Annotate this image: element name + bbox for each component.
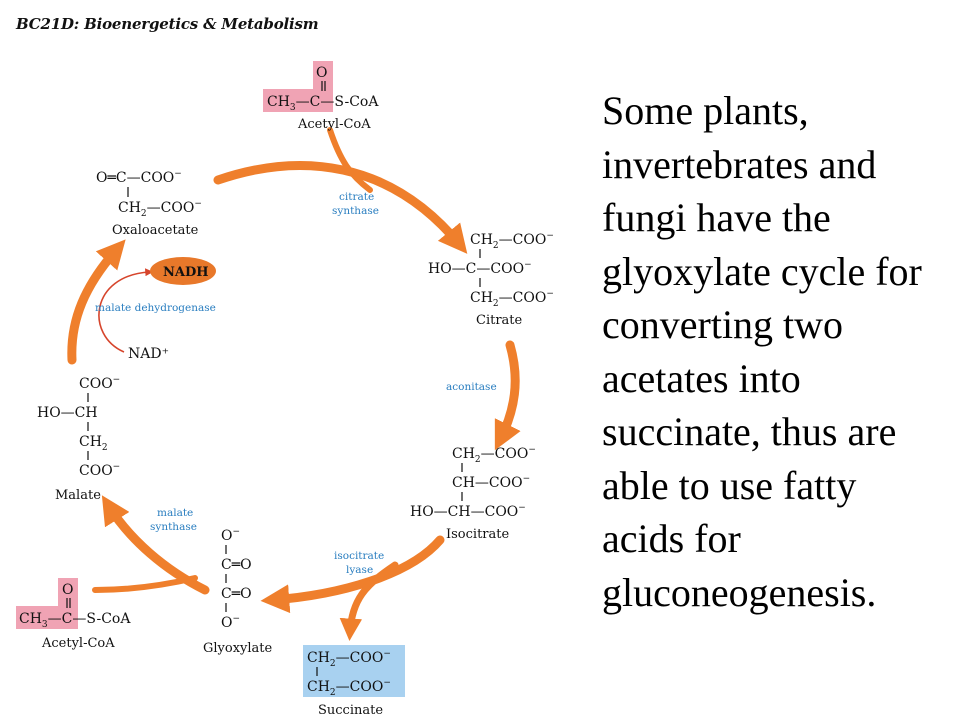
- nadh-badge: NADH: [150, 257, 216, 285]
- oxaloacetate-label: Oxaloacetate: [112, 223, 199, 238]
- svg-text:CH2—COO−: CH2—COO−: [307, 678, 391, 698]
- acetyl-highlight-bottom-ch3: [16, 606, 78, 629]
- acetyl-coa-bottom: O CH3—C—S-CoA Acetyl-CoA: [16, 578, 131, 651]
- glyoxylate-to-malate-arrow: [101, 495, 210, 595]
- glyoxylate: O− C═O C═O O− Glyoxylate: [203, 527, 273, 656]
- malate-to-oxaloacetate-arrow: [67, 239, 126, 365]
- acetyl-coa-entry-arrow: [327, 127, 373, 193]
- svg-text:CH2—COO−: CH2—COO−: [470, 289, 554, 309]
- svg-text:HO—C—COO−: HO—C—COO−: [428, 260, 532, 277]
- succinate-highlight: [303, 645, 405, 697]
- svg-text:citrate: citrate: [339, 191, 374, 203]
- acetyl-highlight-top: [313, 61, 333, 96]
- malate-label: Malate: [55, 488, 101, 503]
- citrate-to-isocitrate-arrow: [494, 340, 521, 451]
- svg-text:synthase: synthase: [150, 521, 197, 533]
- cycle-arrows: [67, 127, 521, 641]
- svg-text:CH—COO−: CH—COO−: [452, 474, 530, 491]
- svg-text:CH3—C—S-CoA: CH3—C—S-CoA: [267, 94, 379, 113]
- nad-label: NAD⁺: [128, 346, 169, 362]
- description-line: acetates into: [602, 355, 801, 401]
- description-line: invertebrates and: [602, 141, 877, 187]
- svg-text:CH2: CH2: [79, 434, 108, 453]
- isocitrate-to-succinate-arrow: [339, 561, 399, 641]
- svg-text:O: O: [62, 582, 73, 598]
- enzyme-aconitase: aconitase: [446, 381, 497, 393]
- oxaloacetate: O═C—COO− CH2—COO− Oxaloacetate: [96, 169, 202, 238]
- svg-text:CH2—COO−: CH2—COO−: [118, 199, 202, 219]
- enzyme-citrate-synthase: citrate synthase: [332, 191, 379, 217]
- svg-text:C═O: C═O: [221, 557, 252, 573]
- svg-text:C═O: C═O: [221, 586, 252, 602]
- description-text: Some plants, invertebrates and fungi hav…: [602, 84, 952, 619]
- acetyl-coa-top: O CH3—C—S-CoA Acetyl-CoA: [263, 61, 379, 132]
- isocitrate-label: Isocitrate: [446, 527, 509, 542]
- acetyl-highlight-bottom: [58, 578, 78, 613]
- isocitrate: CH2—COO− CH—COO− HO—CH—COO− Isocitrate: [410, 445, 536, 542]
- svg-text:CH2—COO−: CH2—COO−: [452, 445, 536, 465]
- svg-text:O−: O−: [221, 614, 240, 631]
- svg-text:COO−: COO−: [79, 462, 120, 479]
- enzyme-isocitrate-lyase: isocitrate lyase: [334, 550, 384, 576]
- description-line: fungi have the: [602, 195, 831, 240]
- description-line: succinate, thus are: [602, 409, 897, 454]
- acetyl-highlight-top-ch3: [263, 89, 333, 112]
- enzyme-malate-dehydrogenase: malate dehydrogenase: [95, 302, 216, 314]
- succinate-label: Succinate: [318, 703, 383, 718]
- description-line: Some plants,: [602, 88, 809, 133]
- svg-text:O−: O−: [221, 527, 240, 544]
- malate: COO− HO—CH CH2 COO− Malate: [37, 375, 120, 503]
- acetyl-coa-bottom-label: Acetyl-CoA: [41, 636, 115, 651]
- nadh-ellipse: [150, 257, 216, 285]
- svg-text:CH2—COO−: CH2—COO−: [307, 649, 391, 669]
- svg-text:isocitrate: isocitrate: [334, 550, 384, 562]
- svg-text:synthase: synthase: [332, 205, 379, 217]
- svg-text:lyase: lyase: [346, 564, 373, 576]
- svg-text:CH3—C—S-CoA: CH3—C—S-CoA: [19, 611, 131, 630]
- description-line: able to use fatty: [602, 462, 857, 508]
- svg-text:CH2—COO−: CH2—COO−: [470, 231, 554, 251]
- citrate: CH2—COO− HO—C—COO− CH2—COO− Citrate: [428, 231, 554, 328]
- glyoxylate-label: Glyoxylate: [203, 641, 273, 656]
- nad-to-nadh-arrow: [98, 268, 154, 353]
- description-line: converting two: [602, 302, 844, 347]
- glyoxylate-cycle-diagram: O CH3—C—S-CoA Acetyl-CoA O═C—COO− CH2—CO…: [16, 61, 554, 718]
- enzyme-malate-synthase: malate synthase: [150, 507, 197, 533]
- acetyl-coa-top-label: Acetyl-CoA: [297, 117, 371, 132]
- nadh-label: NADH: [163, 265, 209, 280]
- oxaloacetate-to-citrate-arrow: [213, 161, 468, 254]
- svg-text:HO—CH: HO—CH: [37, 405, 98, 421]
- svg-text:O═C—COO−: O═C—COO−: [96, 169, 182, 186]
- description-line: glyoxylate cycle for: [602, 248, 922, 294]
- succinate: CH2—COO− CH2—COO− Succinate: [303, 645, 405, 718]
- description-line: acids for: [602, 516, 741, 561]
- svg-text:O: O: [316, 65, 327, 81]
- svg-text:malate: malate: [157, 507, 193, 519]
- course-title: BC21D: Bioenergetics & Metabolism: [16, 15, 319, 33]
- description-line: gluconeogenesis.: [602, 569, 877, 615]
- svg-text:COO−: COO−: [79, 375, 120, 392]
- svg-text:HO—CH—COO−: HO—CH—COO−: [410, 503, 526, 520]
- acetyl-coa-bottom-entry-arrow: [92, 575, 198, 593]
- citrate-label: Citrate: [476, 313, 523, 328]
